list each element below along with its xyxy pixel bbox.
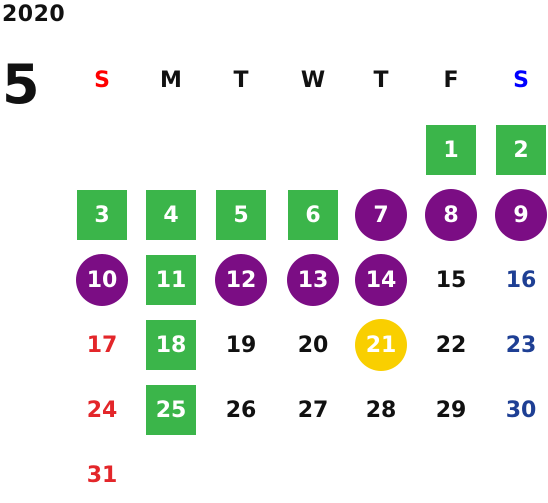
day-cell[interactable]: 2 bbox=[496, 125, 546, 175]
day-cell[interactable]: 21 bbox=[355, 319, 407, 371]
day-cell[interactable]: 30 bbox=[505, 397, 537, 423]
weekday-header-monday: M bbox=[160, 68, 182, 93]
day-cell[interactable]: 29 bbox=[435, 397, 467, 423]
weekday-header-sunday: S bbox=[94, 68, 110, 93]
day-cell[interactable]: 9 bbox=[495, 189, 547, 241]
day-cell[interactable]: 24 bbox=[86, 397, 118, 423]
day-cell[interactable]: 22 bbox=[435, 332, 467, 358]
day-cell[interactable]: 14 bbox=[355, 254, 407, 306]
day-cell[interactable]: 18 bbox=[146, 320, 196, 370]
day-cell[interactable]: 4 bbox=[146, 190, 196, 240]
day-cell[interactable]: 8 bbox=[425, 189, 477, 241]
day-cell[interactable]: 3 bbox=[77, 190, 127, 240]
day-cell[interactable]: 12 bbox=[215, 254, 267, 306]
calendar-year: 2020 bbox=[2, 2, 66, 27]
weekday-header-friday: F bbox=[443, 68, 459, 93]
day-cell[interactable]: 5 bbox=[216, 190, 266, 240]
day-cell[interactable]: 17 bbox=[86, 332, 118, 358]
day-cell[interactable]: 26 bbox=[225, 397, 257, 423]
day-cell[interactable]: 7 bbox=[355, 189, 407, 241]
day-cell[interactable]: 27 bbox=[297, 397, 329, 423]
day-cell[interactable]: 10 bbox=[76, 254, 128, 306]
day-cell[interactable]: 19 bbox=[225, 332, 257, 358]
day-cell[interactable]: 23 bbox=[505, 332, 537, 358]
day-cell[interactable]: 1 bbox=[426, 125, 476, 175]
day-cell[interactable]: 15 bbox=[435, 267, 467, 293]
day-cell[interactable]: 11 bbox=[146, 255, 196, 305]
weekday-header-tuesday: T bbox=[233, 68, 249, 93]
day-cell[interactable]: 16 bbox=[505, 267, 537, 293]
day-cell[interactable]: 13 bbox=[287, 254, 339, 306]
calendar-month: 5 bbox=[2, 53, 40, 116]
day-cell[interactable]: 28 bbox=[365, 397, 397, 423]
weekday-header-thursday: T bbox=[373, 68, 389, 93]
day-cell[interactable]: 31 bbox=[86, 462, 118, 488]
day-cell[interactable]: 25 bbox=[146, 385, 196, 435]
weekday-header-wednesday: W bbox=[300, 68, 326, 93]
weekday-header-saturday: S bbox=[513, 68, 529, 93]
day-cell[interactable]: 20 bbox=[297, 332, 329, 358]
day-cell[interactable]: 6 bbox=[288, 190, 338, 240]
